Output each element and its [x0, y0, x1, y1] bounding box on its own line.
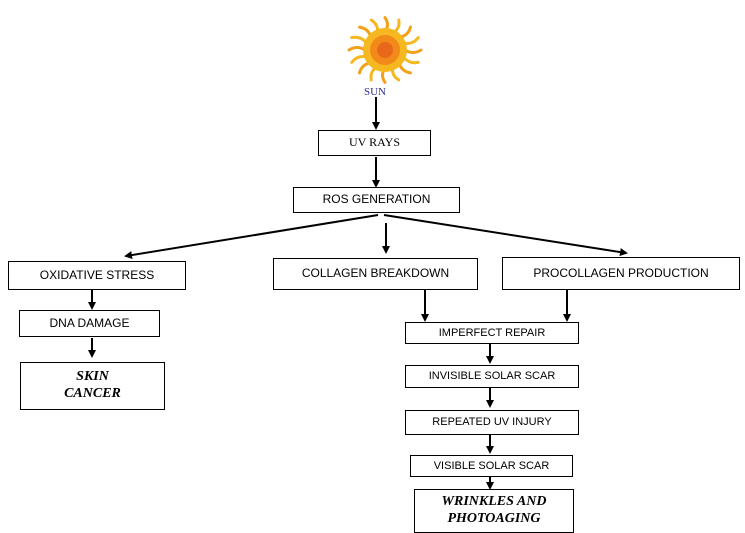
- node-skin-cancer: SKIN CANCER: [20, 362, 165, 410]
- node-dna-damage: DNA DAMAGE: [19, 310, 160, 337]
- node-visible-solar-scar: VISIBLE SOLAR SCAR: [410, 455, 573, 477]
- node-label: COLLAGEN BREAKDOWN: [301, 266, 450, 281]
- node-label: IMPERFECT REPAIR: [438, 326, 546, 339]
- node-label-line-2: PHOTOAGING: [447, 510, 541, 526]
- node-invisible-solar-scar: INVISIBLE SOLAR SCAR: [405, 365, 579, 388]
- node-procollagen-production: PROCOLLAGEN PRODUCTION: [502, 257, 740, 290]
- sun-label: SUN: [364, 86, 387, 98]
- node-repeated-uv-injury: REPEATED UV INJURY: [405, 410, 579, 435]
- node-label: UV RAYS: [348, 135, 401, 150]
- sun-icon: [347, 16, 423, 84]
- node-label: INVISIBLE SOLAR SCAR: [428, 370, 556, 383]
- node-label-line-1: SKIN: [76, 369, 109, 385]
- node-label: VISIBLE SOLAR SCAR: [433, 459, 550, 472]
- node-oxidative-stress: OXIDATIVE STRESS: [8, 261, 186, 290]
- node-ros-generation: ROS GENERATION: [293, 187, 460, 213]
- node-label: OXIDATIVE STRESS: [39, 267, 155, 282]
- node-label: ROS GENERATION: [322, 192, 431, 207]
- node-label: PROCOLLAGEN PRODUCTION: [533, 265, 709, 280]
- node-imperfect-repair: IMPERFECT REPAIR: [405, 322, 579, 344]
- arrow-ros-to-oxidative: [124, 214, 379, 259]
- node-collagen-breakdown: COLLAGEN BREAKDOWN: [273, 258, 478, 290]
- node-label-line-2: CANCER: [64, 386, 121, 401]
- node-wrinkles-photoaging: WRINKLES AND PHOTOAGING: [414, 489, 574, 533]
- node-label: REPEATED UV INJURY: [432, 416, 552, 429]
- node-label: DNA DAMAGE: [49, 315, 130, 330]
- node-uv-rays: UV RAYS: [318, 130, 431, 156]
- node-label-line-1: WRINKLES AND: [441, 494, 547, 509]
- arrow-ros-to-procollagen: [383, 214, 628, 257]
